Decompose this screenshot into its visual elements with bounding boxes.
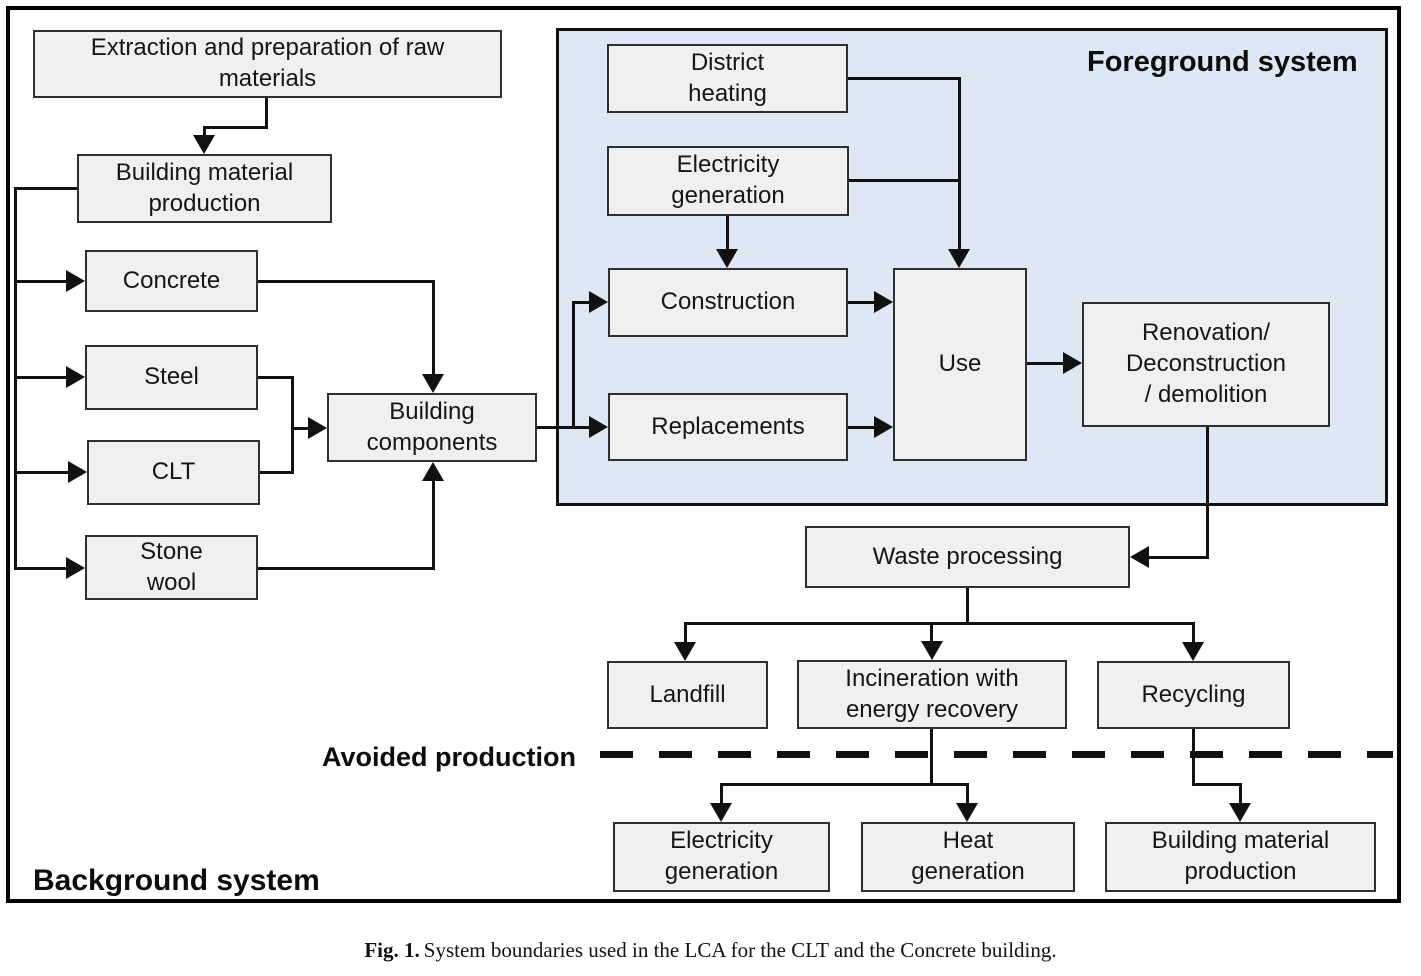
connector-extraction-down xyxy=(265,98,268,129)
arrowhead-into-clt xyxy=(68,461,87,483)
box-use: Use xyxy=(893,268,1027,461)
connector-branch-clt xyxy=(14,471,70,474)
box-renovation-deconstruction-demolition: Renovation/ Deconstruction / demolition xyxy=(1082,302,1330,427)
connector-to-electricity-bottom xyxy=(720,783,723,804)
connector-renovation-down xyxy=(1206,427,1209,558)
connector-stonewool-up xyxy=(432,480,435,570)
box-district-heating: District heating xyxy=(607,44,848,113)
connector-concrete-down xyxy=(432,280,435,376)
arrowhead-into-waste xyxy=(1130,546,1149,568)
connector-to-heat xyxy=(966,783,969,804)
arrowhead-into-stonewool xyxy=(66,557,85,579)
box-replacements: Replacements xyxy=(608,393,848,461)
connector-branch-concrete xyxy=(14,280,68,283)
arrowhead-into-construction xyxy=(589,291,608,313)
connector-clt-right xyxy=(260,471,294,474)
arrowhead-into-components-top xyxy=(422,374,444,393)
connector-electricity-down xyxy=(726,216,729,251)
connector-energy-to-use xyxy=(958,77,961,251)
arrowhead-into-use-top xyxy=(948,249,970,268)
connector-construction-to-use xyxy=(848,301,876,304)
connector-avoided-split xyxy=(720,783,969,786)
connector-extraction-elbow xyxy=(203,126,268,129)
connector-to-bmp-bottom xyxy=(1239,783,1242,804)
connector-extraction-stub xyxy=(203,126,206,138)
arrowhead-into-replacements xyxy=(589,416,608,438)
connector-components-up xyxy=(572,301,575,428)
arrowhead-construction-into-use xyxy=(874,291,893,313)
connector-components-right xyxy=(537,426,591,429)
connector-join-to-components xyxy=(291,427,311,430)
arrowhead-into-electricity-bottom xyxy=(710,803,732,822)
arrowhead-into-construction-top xyxy=(716,249,738,268)
box-concrete: Concrete xyxy=(85,250,258,312)
connector-to-incineration xyxy=(930,622,933,643)
box-clt: CLT xyxy=(87,440,260,505)
box-building-material-production-bottom: Building material production xyxy=(1105,822,1376,892)
foreground-system-label: Foreground system xyxy=(1087,46,1358,78)
box-steel: Steel xyxy=(85,345,258,410)
box-building-material-production-top: Building material production xyxy=(77,154,332,223)
connector-branch-stonewool xyxy=(14,567,68,570)
arrowhead-into-recycling xyxy=(1182,642,1204,661)
arrowhead-into-heat xyxy=(956,803,978,822)
arrowhead-into-concrete xyxy=(66,270,85,292)
box-building-components: Building components xyxy=(327,393,537,462)
figure-caption-text: System boundaries used in the LCA for th… xyxy=(423,938,1057,962)
box-incineration: Incineration with energy recovery xyxy=(797,660,1067,729)
arrowhead-into-landfill xyxy=(674,642,696,661)
figure-caption-number: Fig. 1. xyxy=(364,938,420,962)
connector-concrete-right xyxy=(258,280,434,283)
connector-use-to-renovation xyxy=(1027,362,1065,365)
avoided-production-dashed-line xyxy=(600,751,1393,758)
box-extraction: Extraction and preparation of raw materi… xyxy=(33,30,502,98)
connector-electricity-right xyxy=(849,179,960,182)
box-recycling: Recycling xyxy=(1097,661,1290,729)
connector-waste-down xyxy=(966,588,969,625)
box-waste-processing: Waste processing xyxy=(805,526,1130,588)
connector-to-construction xyxy=(572,301,591,304)
connector-stonewool-right xyxy=(258,567,434,570)
arrowhead-replacements-into-use xyxy=(874,416,893,438)
connector-distribution xyxy=(684,622,1195,625)
connector-bmp-left xyxy=(14,187,78,190)
arrowhead-into-bmp-bottom xyxy=(1229,803,1251,822)
arrowhead-into-steel xyxy=(66,366,85,388)
connector-recycling-right xyxy=(1192,783,1242,786)
box-heat-generation: Heat generation xyxy=(861,822,1075,892)
arrowhead-into-incineration xyxy=(921,641,943,660)
arrowhead-into-components-left xyxy=(308,417,327,439)
connector-branch-steel xyxy=(14,376,68,379)
arrowhead-into-components-bottom xyxy=(422,462,444,481)
box-construction: Construction xyxy=(608,268,848,337)
box-electricity-generation-top: Electricity generation xyxy=(607,146,849,216)
arrowhead-into-bmp-top xyxy=(193,135,215,154)
figure-caption: Fig. 1.System boundaries used in the LCA… xyxy=(0,938,1421,963)
connector-replacements-to-use xyxy=(848,426,876,429)
connector-to-recycling xyxy=(1192,622,1195,644)
box-electricity-generation-bottom: Electricity generation xyxy=(613,822,830,892)
background-system-label: Background system xyxy=(33,864,320,897)
box-stone-wool: Stone wool xyxy=(85,535,258,600)
box-landfill: Landfill xyxy=(607,661,768,729)
connector-steel-right xyxy=(258,376,294,379)
connector-to-landfill xyxy=(684,622,687,644)
connector-steel-clt-vertical xyxy=(291,376,294,474)
avoided-production-label: Avoided production xyxy=(322,742,576,772)
connector-districtheating-right xyxy=(848,77,960,80)
connector-renovation-left xyxy=(1148,556,1209,559)
arrowhead-into-renovation xyxy=(1063,352,1082,374)
